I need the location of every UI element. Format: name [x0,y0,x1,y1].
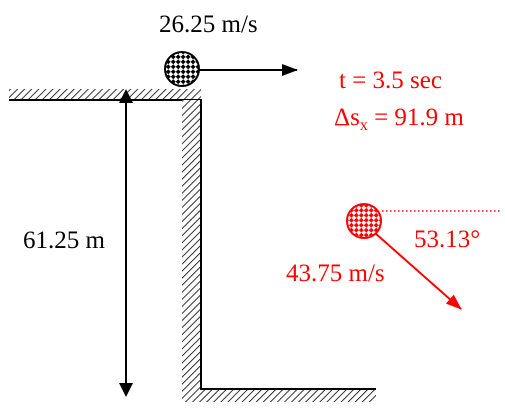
displacement-label: Δsx = 91.9 m [334,105,464,134]
time-label: t = 3.5 sec [339,67,442,94]
initial-velocity-label: 26.25 m/s [159,11,258,38]
cliff-top-hatch [9,89,201,100]
final-ball [346,203,382,239]
height-label: 61.25 m [23,227,105,254]
displacement-prefix: Δs [334,104,360,131]
ground-hatch [182,390,376,402]
cliff-face-hatch [182,100,201,402]
final-velocity-label: 43.75 m/s [286,260,385,287]
angle-label: 53.13° [414,226,481,253]
height-arrow-top-head [119,89,133,103]
final-velocity-arrow [374,232,462,310]
height-arrow-bottom-head [119,383,133,397]
displacement-subscript: x [359,117,368,134]
displacement-suffix: = 91.9 m [367,104,464,131]
initial-ball [164,51,200,87]
